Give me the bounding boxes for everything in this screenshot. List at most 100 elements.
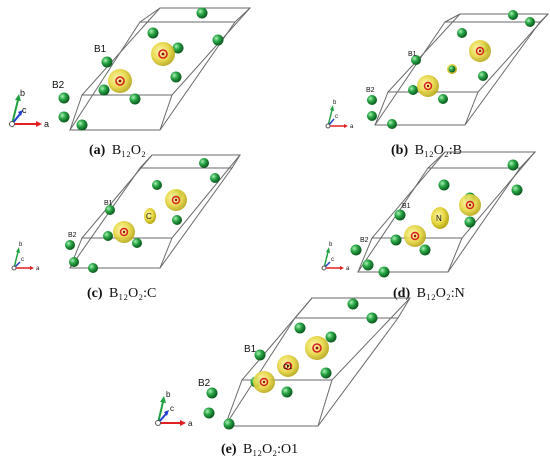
boron-atom <box>378 266 390 278</box>
boron-atom <box>325 331 337 343</box>
boron-atom <box>347 298 359 310</box>
boron-atoms <box>58 7 224 131</box>
site-label-b1: B1 <box>244 344 257 355</box>
boron-atom <box>507 159 519 171</box>
boron-atom <box>281 386 293 398</box>
boron-atom <box>478 71 488 81</box>
boron-atom <box>170 71 182 83</box>
boron-atom <box>203 407 215 419</box>
boron-atom <box>508 10 518 20</box>
boron-atom <box>350 244 362 256</box>
boron-atom <box>367 111 377 121</box>
unit-cell <box>224 297 412 427</box>
svg-text:c: c <box>22 105 27 115</box>
boron-atoms <box>203 298 378 430</box>
boron-atom <box>65 240 75 250</box>
svg-text:C: C <box>146 212 152 221</box>
boron-atom <box>212 34 224 46</box>
boron-atom <box>254 349 266 361</box>
axes-indicator: a b c <box>325 100 354 130</box>
boron-atom <box>76 119 88 131</box>
atom-label-o1: O1 <box>283 364 292 371</box>
boron-atom <box>390 234 402 246</box>
svg-text:b: b <box>166 390 171 399</box>
boron-atom <box>58 92 70 104</box>
svg-text:b: b <box>333 100 337 106</box>
boron-atom <box>411 55 421 65</box>
site-label-b2: B2 <box>360 237 369 244</box>
boron-atom <box>367 95 377 105</box>
oxygen-isosurface <box>108 42 175 93</box>
svg-text:c: c <box>331 257 334 263</box>
boron-atom <box>223 418 235 430</box>
caption-b: (b) B₁₂O₂:B <box>391 143 462 158</box>
boron-atoms <box>65 158 220 273</box>
boron-atom <box>58 111 70 123</box>
boron-atom <box>366 312 378 324</box>
axes-indicator: a b c <box>155 390 193 428</box>
site-label-b1: B1 <box>402 203 411 210</box>
boron-atom <box>419 244 431 256</box>
axes-indicator: a b c <box>321 242 350 272</box>
site-label-b1: B1 <box>408 51 417 58</box>
svg-text:c: c <box>170 404 174 413</box>
site-label-b1: B1 <box>94 44 107 55</box>
boron-atom <box>105 205 115 215</box>
svg-text:N: N <box>436 214 442 223</box>
oxygen-isosurface <box>404 194 481 247</box>
substituted-atom: C <box>144 208 156 224</box>
site-label-b2: B2 <box>68 232 77 239</box>
boron-atom <box>196 7 208 19</box>
boron-atom <box>147 27 159 39</box>
panel-c: C B1 B2 a b c (c) B₁₂O₂:C <box>11 154 242 301</box>
boron-atom <box>101 56 113 68</box>
boron-atom <box>199 158 209 168</box>
site-label-b2: B2 <box>52 80 65 91</box>
unit-cell <box>357 151 537 273</box>
site-label-b1: B1 <box>104 200 113 207</box>
site-label-b2: B2 <box>366 87 375 94</box>
svg-text:a: a <box>346 266 350 272</box>
boron-atom <box>457 28 467 38</box>
site-label-b2: B2 <box>198 378 211 389</box>
unit-cell <box>69 7 252 131</box>
oxygen-isosurface <box>113 189 187 243</box>
boron-atom <box>210 173 220 183</box>
boron-atom <box>132 238 142 248</box>
panel-d: N B1 B2 a b c (d) B₁₂O₂:N <box>321 151 537 301</box>
unit-cell <box>69 154 242 269</box>
caption-c: (c) B₁₂O₂:C <box>87 286 156 301</box>
caption-e: (e) B₁₂O₂:O1 <box>221 442 298 457</box>
boron-atom <box>69 257 79 267</box>
boron-atom <box>294 322 306 334</box>
axes-indicator: a b c <box>11 242 40 272</box>
oxygen-isosurface: O1 <box>253 336 329 393</box>
boron-atom <box>152 180 162 190</box>
boron-atom <box>103 231 113 241</box>
boron-atom <box>394 209 406 221</box>
boron-atom <box>362 259 374 271</box>
boron-atom <box>129 93 141 105</box>
svg-text:a: a <box>188 419 193 428</box>
substituted-atom <box>447 64 457 74</box>
boron-atom <box>408 85 418 95</box>
boron-atom <box>464 216 476 228</box>
unit-cell <box>374 13 550 126</box>
boron-atom <box>98 84 110 96</box>
caption-a: (a) B₁₂O₂ <box>89 143 146 158</box>
svg-text:b: b <box>20 88 25 98</box>
boron-atom <box>525 17 535 27</box>
svg-text:c: c <box>335 114 338 120</box>
boron-atom <box>206 387 218 399</box>
svg-text:a: a <box>350 124 354 130</box>
svg-text:a: a <box>44 119 49 129</box>
panel-e: O1 B1 B2 a b c (e) B₁₂O₂:O1 <box>155 297 412 457</box>
svg-text:a: a <box>36 266 40 272</box>
panel-b: B1 B2 a b c (b) B₁₂O₂:B <box>325 10 550 158</box>
caption-d: (d) B₁₂O₂:N <box>393 286 465 301</box>
boron-atom <box>387 119 397 129</box>
svg-text:c: c <box>21 257 24 263</box>
svg-text:b: b <box>19 242 23 248</box>
boron-atom <box>320 367 332 379</box>
